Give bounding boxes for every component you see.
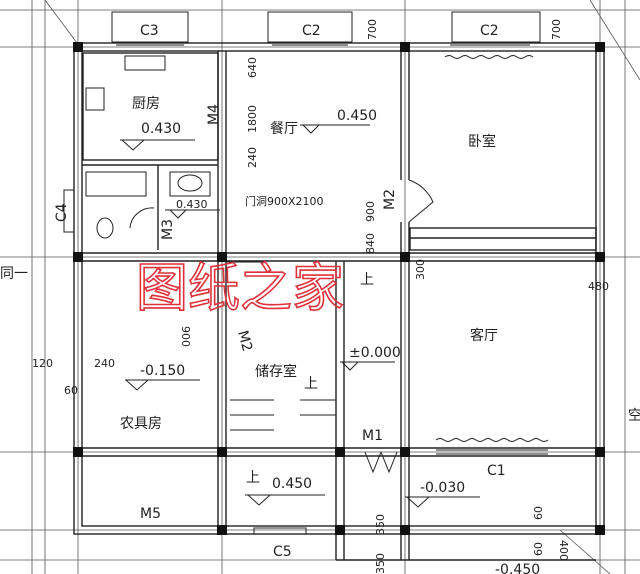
dim-840: 840: [364, 233, 377, 254]
stair-up-label-hall: 上: [360, 272, 374, 288]
level-dining: 0.450: [337, 108, 377, 124]
dim-700-right: 700: [550, 19, 563, 40]
room-label-dining: 餐厅: [270, 121, 298, 137]
dim-480: 480: [588, 280, 609, 293]
room-label-tool-room: 农具房: [120, 416, 162, 432]
door-opening-note: 门洞900X2100: [245, 194, 324, 208]
dim-300: 300: [414, 259, 427, 280]
dim-700-left: 700: [366, 19, 379, 40]
level-front: -0.030: [420, 480, 465, 496]
dim-240-wall: 240: [94, 357, 115, 370]
dimension-texts: 700 700 640 1800 240 900 840 900 120 240…: [32, 19, 609, 574]
window-c2-bedroom: C2: [480, 23, 499, 39]
windows: [63, 11, 548, 535]
level-porch: 0.450: [272, 476, 312, 492]
stair-up-label-porch: 上: [246, 470, 260, 486]
dim-120: 120: [32, 357, 53, 370]
level-markers: [120, 124, 480, 508]
window-c3: C3: [140, 23, 159, 39]
watermark: 图纸之家: [136, 259, 344, 319]
dim-900-bedroom: 900: [364, 201, 377, 222]
window-c4: C4: [54, 203, 70, 222]
dim-60: 60: [64, 384, 78, 397]
level-bath: 0.430: [176, 198, 208, 211]
room-label-kitchen: 厨房: [132, 96, 160, 112]
side-note-right: 空: [628, 408, 640, 424]
door-m2-storage: M2: [234, 329, 255, 353]
dim-60-lower: 60: [532, 542, 545, 556]
stair-up-label: 上: [304, 376, 318, 392]
dim-1800: 1800: [246, 105, 259, 133]
level-tool-room: -0.150: [140, 363, 185, 379]
level-bottom: -0.450: [495, 562, 540, 574]
door-m4: M4: [206, 104, 222, 125]
door-m2-bedroom: M2: [382, 189, 398, 210]
room-label-bedroom: 卧室: [468, 133, 496, 150]
door-m3: M3: [160, 219, 176, 240]
walls: [73, 42, 605, 561]
door-m5: M5: [140, 506, 161, 522]
dim-900-storage: 900: [179, 326, 192, 347]
room-label-living: 客厅: [470, 327, 498, 344]
door-m1: M1: [362, 428, 383, 444]
window-c2-dining: C2: [302, 23, 321, 39]
level-kitchen: 0.430: [141, 121, 181, 137]
room-label-storage: 储存室: [255, 363, 297, 380]
window-c5: C5: [273, 544, 292, 560]
structural-columns: [73, 42, 605, 535]
level-hall: ±0.000: [349, 345, 401, 361]
curtain-marks: [435, 55, 549, 442]
window-c1: C1: [487, 463, 506, 479]
side-note-left: 同一: [0, 266, 28, 282]
dim-640: 640: [246, 57, 259, 78]
dim-240: 240: [246, 147, 259, 168]
dim-60-upper: 60: [532, 506, 545, 520]
dim-350-upper: 350: [374, 514, 387, 535]
dim-350-lower: 350: [374, 553, 387, 574]
dim-400: 400: [557, 540, 570, 561]
